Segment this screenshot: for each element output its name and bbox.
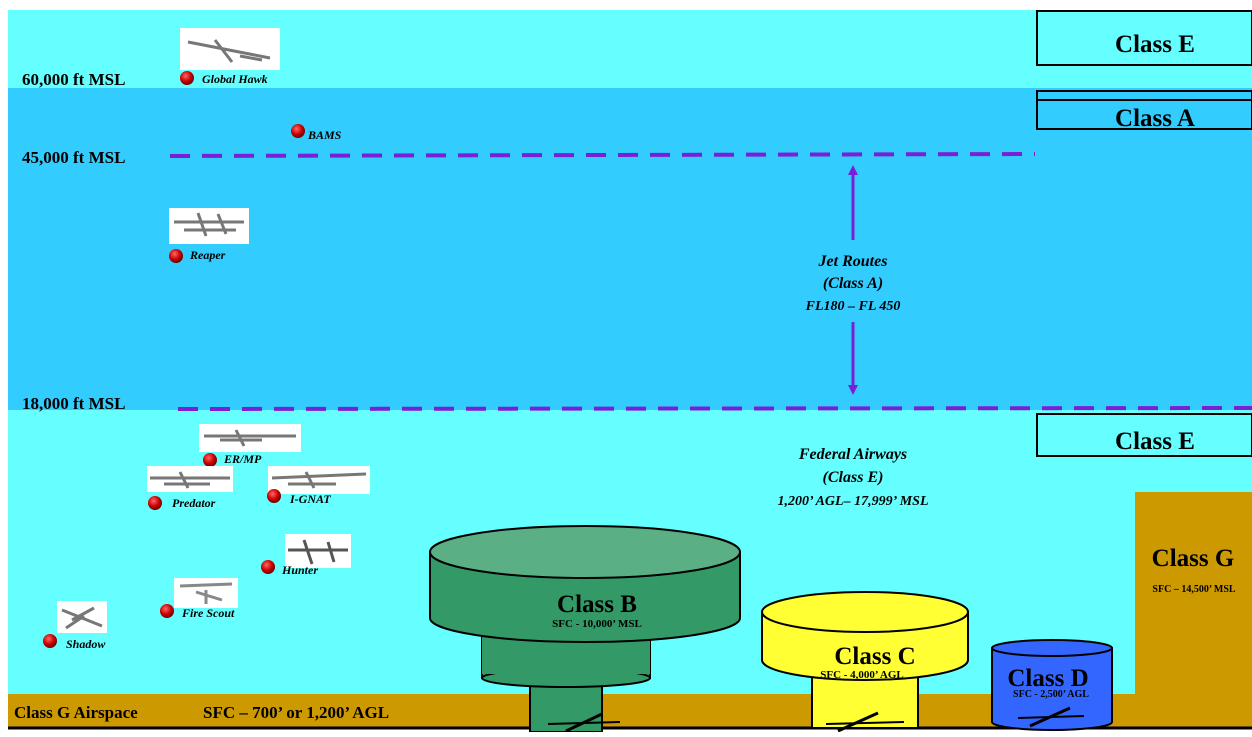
class-a-label: Class A: [1115, 105, 1195, 132]
uav-i-gnat-label: I-GNAT: [289, 492, 331, 506]
uav-hunter-label: Hunter: [281, 563, 318, 577]
class-e-top-box: [1036, 10, 1252, 66]
uav-hunter: [261, 534, 351, 574]
class-c-airspace: [761, 591, 969, 733]
class-g-bar-label: Class G Airspace: [14, 703, 138, 722]
class-b-label: Class B: [557, 591, 637, 618]
class-b-top-tier: [429, 525, 741, 579]
uav-shadow: [43, 601, 107, 648]
uav-bams-label: BAMS: [307, 128, 342, 142]
class-c-label: Class C: [834, 643, 915, 670]
altitude-60k-label: 60,000 ft MSL: [22, 70, 125, 89]
class-c-range: SFC - 4,000’ AGL: [820, 669, 904, 681]
class-e-top-label: Class E: [1115, 31, 1195, 58]
altitude-45k-label: 45,000 ft MSL: [22, 148, 125, 167]
federal-airways-line1: Federal Airways: [798, 446, 907, 463]
jet-routes-line3: FL180 – FL 450: [805, 299, 901, 314]
jet-routes-line2: (Class A): [823, 275, 883, 292]
class-a-box-outer: [1036, 90, 1252, 130]
class-g-right-area: [1135, 492, 1252, 696]
class-g-right-label: Class G: [1152, 545, 1235, 572]
class-d-range: SFC - 2,500’ AGL: [1013, 689, 1089, 700]
uav-predator: [147, 466, 233, 510]
class-g-right-range: SFC – 14,500’ MSL: [1152, 584, 1235, 595]
uav-i-gnat: [267, 466, 370, 503]
fl450-dashed-line: [169, 152, 1036, 158]
federal-airways-line2: (Class E): [823, 469, 884, 486]
class-b-range: SFC - 10,000’ MSL: [552, 618, 642, 630]
class-b-airspace: [429, 525, 741, 733]
uav-shadow-label: Shadow: [66, 637, 106, 651]
class-e-mid-label: Class E: [1115, 428, 1195, 455]
uav-bams-marker: [291, 124, 305, 138]
altitude-18k-label: 18,000 ft MSL: [22, 394, 125, 413]
uav-reaper: [169, 208, 249, 263]
class-c-top-tier: [761, 591, 969, 633]
uav-global-hawk: [180, 28, 280, 85]
uav-fire-scout: [160, 578, 238, 618]
class-g-bar-range: SFC – 700’ or 1,200’ AGL: [203, 703, 389, 722]
uav-global-hawk-label: Global Hawk: [202, 72, 268, 86]
uav-er-mp: [199, 424, 301, 467]
class-d-airspace: [991, 639, 1113, 731]
uav-reaper-label: Reaper: [189, 248, 226, 262]
federal-airways-line3: 1,200’ AGL– 17,999’ MSL: [777, 494, 928, 509]
fl180-dashed-line: [177, 406, 1252, 411]
class-a-band: [8, 88, 1252, 410]
uav-predator-label: Predator: [172, 496, 216, 510]
uav-er-mp-label: ER/MP: [223, 452, 262, 466]
class-d-label: Class D: [1007, 665, 1088, 692]
uav-marker: [180, 71, 194, 85]
uav-fire-scout-label: Fire Scout: [181, 606, 235, 620]
class-d-top: [991, 639, 1113, 657]
class-e-mid-box: [1036, 413, 1252, 457]
jet-routes-line1: Jet Routes: [818, 253, 888, 270]
